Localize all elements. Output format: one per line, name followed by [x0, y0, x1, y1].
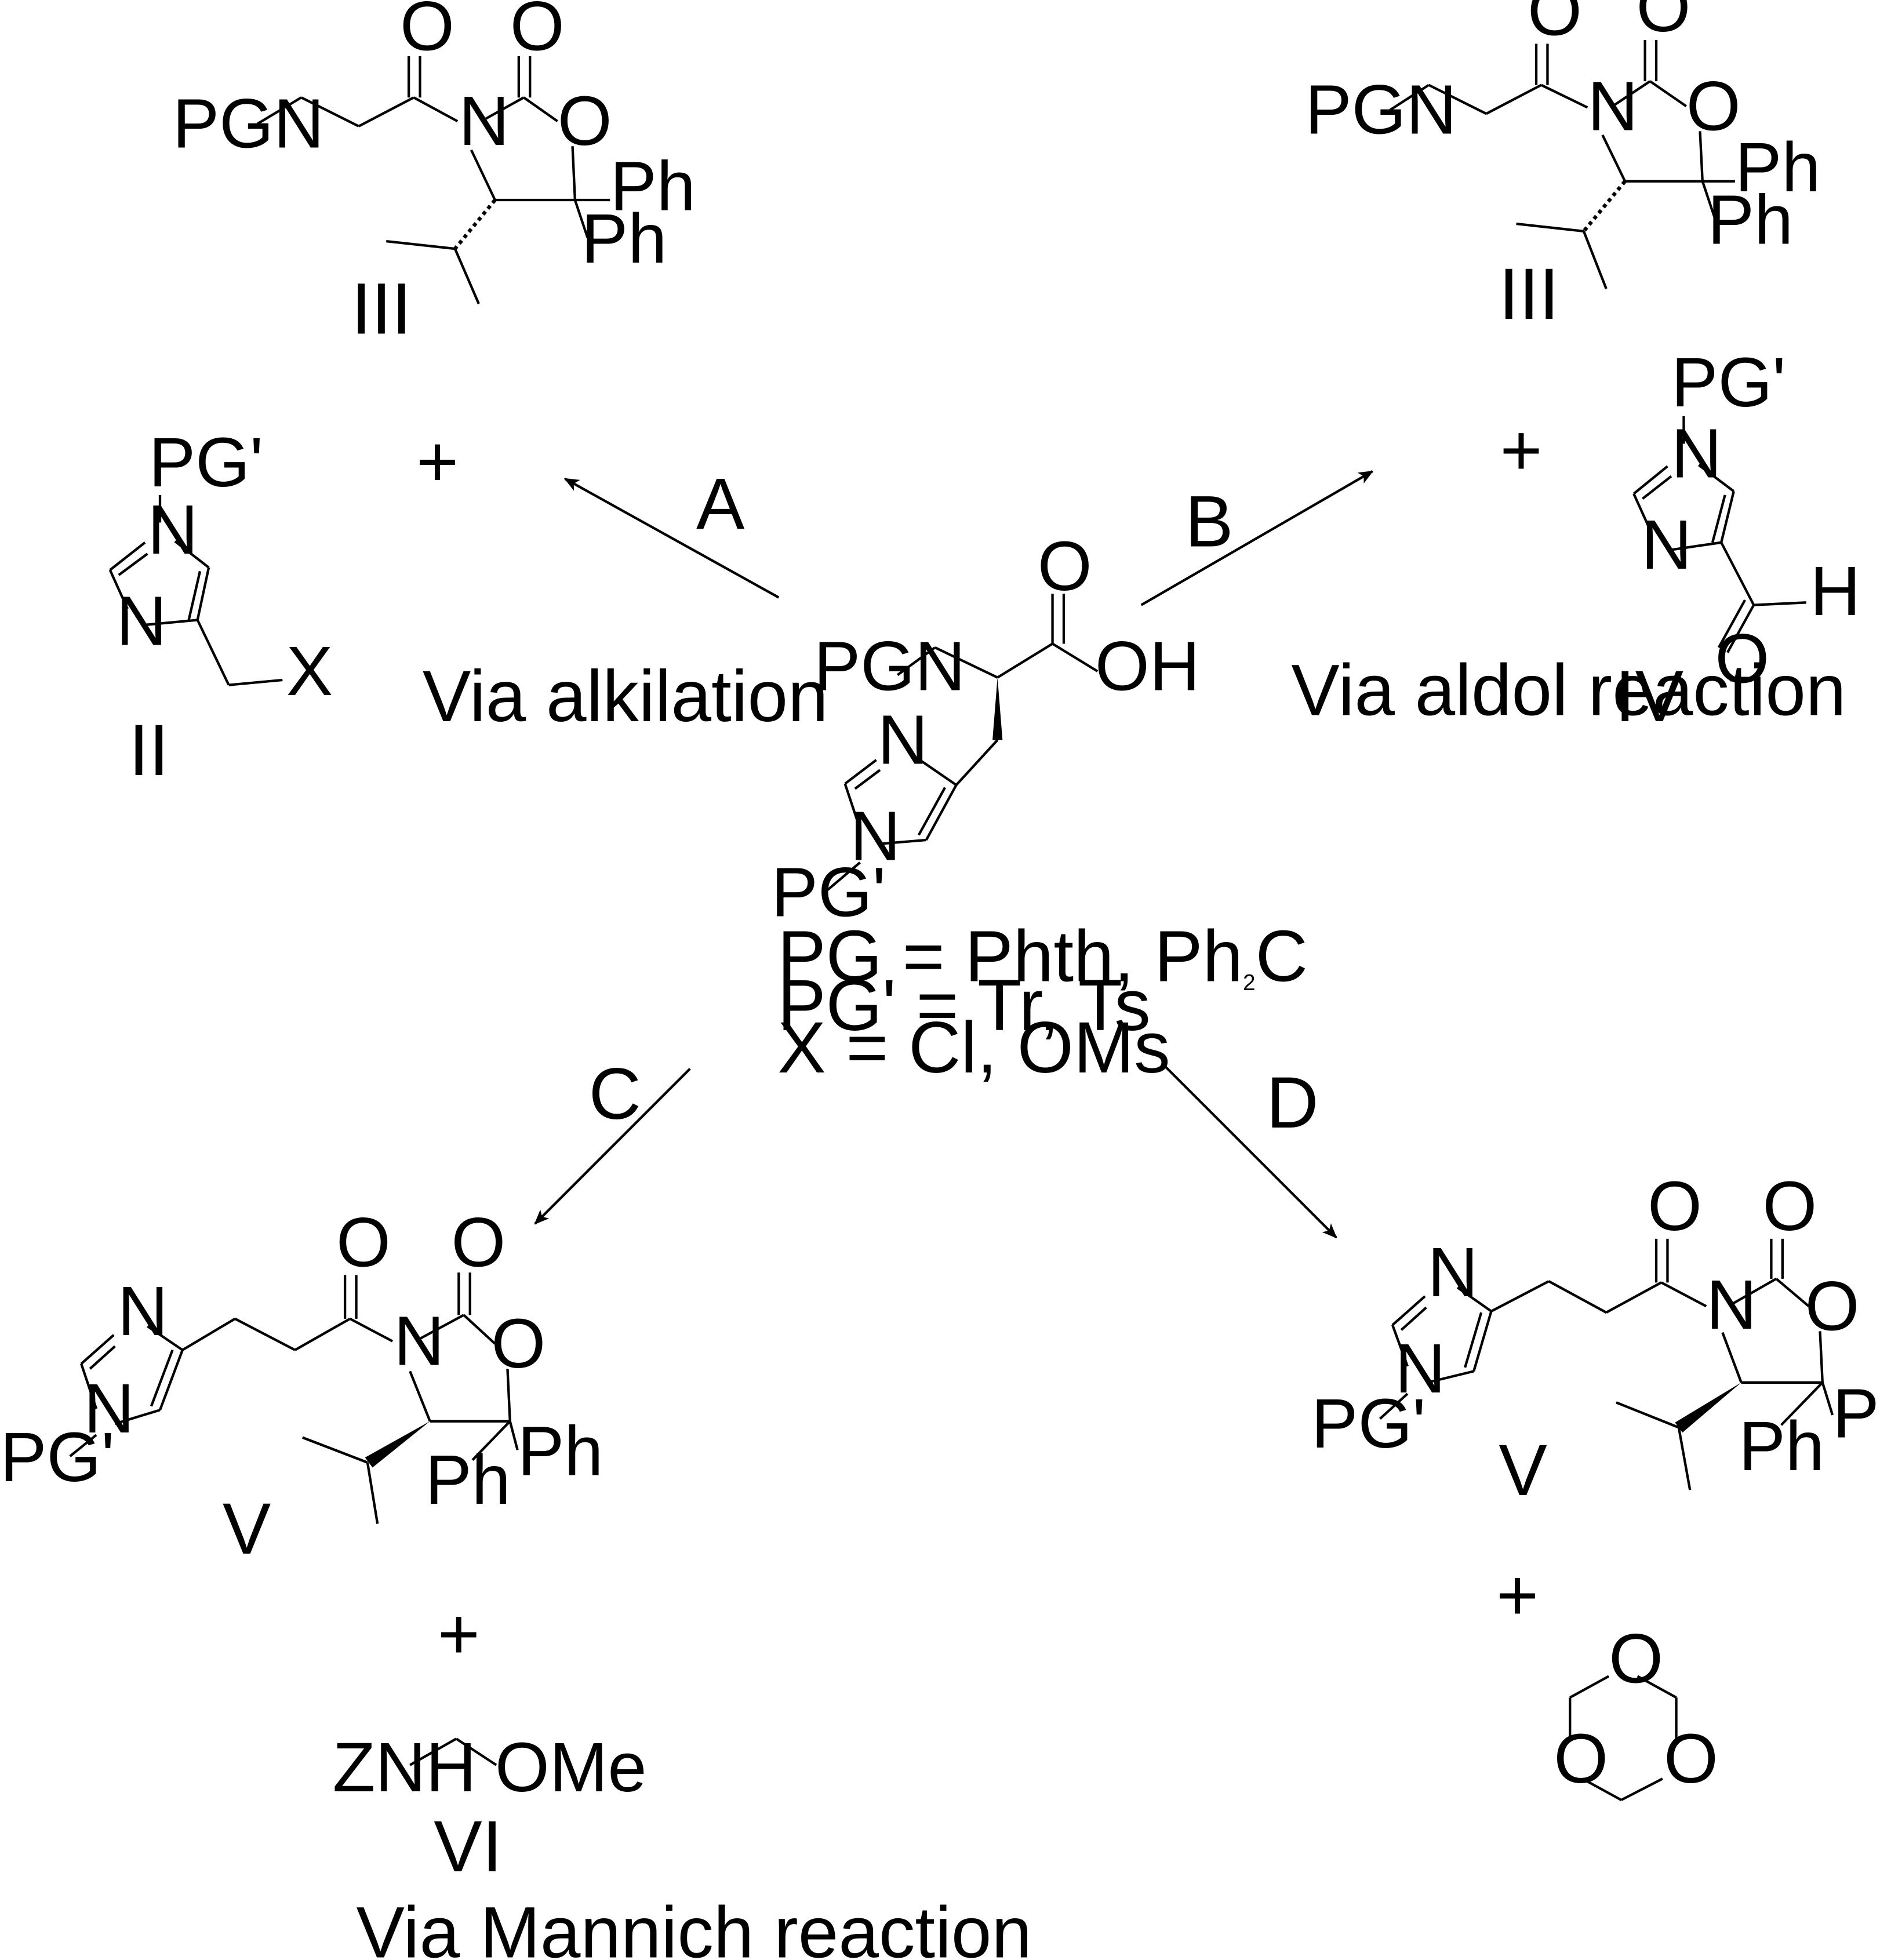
compound-iv-structure	[1632, 416, 1806, 653]
central-ring-n1: N	[850, 797, 900, 875]
iv-aldehyde-o: O	[1715, 619, 1769, 697]
via-alkylation-label: Via alkilation	[423, 656, 828, 737]
arrow-route-b	[1140, 470, 1374, 606]
compound-v-right-structure	[1379, 1238, 1834, 1490]
v-right-ketone-o: O	[1648, 1167, 1702, 1245]
ii-ring-n3: N	[117, 582, 167, 660]
v-right-ring-n3: N	[1427, 1233, 1478, 1311]
iii-right-ph-1: Ph	[1735, 128, 1821, 206]
iii-right-ketone-o: O	[1528, 0, 1582, 50]
v-left-ring-o: O	[491, 1304, 546, 1383]
iv-ring-n1: N	[1671, 414, 1722, 493]
iv-pg-prime: PG'	[1671, 343, 1786, 421]
v-right-ph-1: Ph	[1832, 1374, 1880, 1453]
trioxane-o-top: O	[1609, 1619, 1663, 1697]
route-b-label: B	[1185, 481, 1233, 562]
iii-right-ring-o: O	[1686, 67, 1741, 145]
v-right-ph-2: Ph	[1739, 1407, 1824, 1485]
vi-ome: OMe	[495, 1728, 647, 1806]
iv-ring-n3: N	[1641, 506, 1692, 584]
plus-route-d: +	[1496, 1555, 1539, 1636]
compound-iii-right-label: III	[1499, 253, 1559, 334]
arrow-route-d	[1161, 1063, 1337, 1239]
via-mannich-label: Via Mannich reaction	[357, 1892, 1032, 1960]
iii-right-ph-2: Ph	[1707, 180, 1793, 259]
route-d-label: D	[1266, 1062, 1318, 1143]
plus-route-a: +	[416, 421, 459, 502]
central-ring-n3: N	[878, 700, 928, 779]
trioxane-o-left: O	[1554, 1719, 1608, 1798]
x-definition: X = Cl, OMs	[777, 1007, 1170, 1088]
pg-definition: PG = Phth, Ph2C	[777, 916, 1308, 997]
v-right-ring-n1: N	[1395, 1329, 1445, 1408]
compound-ii-label: II	[129, 710, 169, 791]
central-pgn-atom: PGN	[814, 627, 966, 705]
v-left-pg-prime: PG'	[0, 1418, 115, 1496]
iii-left-ph-2: Ph	[581, 199, 667, 278]
arrow-route-a	[563, 477, 780, 599]
central-oh: OH	[1095, 627, 1200, 705]
v-right-pg-prime: PG'	[1311, 1384, 1426, 1463]
compound-v-left-label: V	[223, 1488, 271, 1569]
v-left-ph-2: Ph	[425, 1441, 511, 1519]
iii-left-ph-1: Ph	[610, 147, 696, 225]
via-aldol-label: Via aldol reaction	[1291, 649, 1846, 730]
v-left-carbamate-o: O	[451, 1203, 506, 1281]
v-right-n: N	[1706, 1266, 1757, 1344]
compound-v-right-label: V	[1499, 1430, 1547, 1511]
iii-left-pgn: PGN	[173, 84, 325, 162]
central-target-molecule	[827, 594, 1099, 891]
compound-vi-label: VI	[434, 1806, 502, 1887]
ii-x: X	[286, 632, 333, 710]
iii-right-n: N	[1587, 67, 1638, 145]
vi-znh: ZNH	[333, 1728, 477, 1806]
compound-vi-structure	[409, 1737, 497, 1766]
ii-pg-prime: PG'	[149, 423, 264, 501]
iii-left-ring-o: O	[558, 82, 612, 160]
v-left-n: N	[394, 1302, 444, 1380]
compound-iii-left-label: III	[351, 268, 412, 350]
compound-v-left-structure	[69, 1272, 519, 1524]
plus-route-c: +	[438, 1593, 480, 1674]
central-carbonyl-o: O	[1038, 527, 1092, 605]
trioxane-structure	[1569, 1675, 1678, 1801]
v-left-ketone-o: O	[336, 1203, 391, 1281]
iii-right-carbamate-o: O	[1637, 0, 1691, 46]
iii-left-carbamate-o: O	[510, 0, 565, 65]
compound-ii-structure	[108, 494, 283, 686]
compound-iii-right-structure	[1389, 40, 1735, 289]
central-pg-prime: PG'	[771, 853, 886, 932]
v-left-ring-n1: N	[83, 1369, 134, 1448]
iii-right-pgn: PGN	[1305, 71, 1457, 149]
v-right-carbamate-o: O	[1762, 1167, 1817, 1245]
iii-left-n: N	[459, 82, 509, 160]
iv-aldehyde-h: H	[1810, 552, 1860, 630]
v-left-ring-n3: N	[118, 1272, 168, 1350]
v-left-ph-1: Ph	[518, 1412, 603, 1490]
route-a-label: A	[696, 463, 745, 544]
v-right-ring-o: O	[1805, 1267, 1860, 1345]
arrow-route-c	[534, 1068, 691, 1225]
plus-route-b: +	[1500, 409, 1543, 490]
compound-iii-left-structure	[257, 56, 610, 304]
ii-ring-n1: N	[147, 490, 198, 569]
pg-prime-definition: PG' = Tr, Ts	[777, 965, 1151, 1046]
trioxane-o-right: O	[1664, 1719, 1718, 1798]
iii-left-ketone-o: O	[400, 0, 454, 65]
compound-iv-label: IV	[1615, 656, 1683, 737]
route-c-label: C	[589, 1053, 641, 1134]
